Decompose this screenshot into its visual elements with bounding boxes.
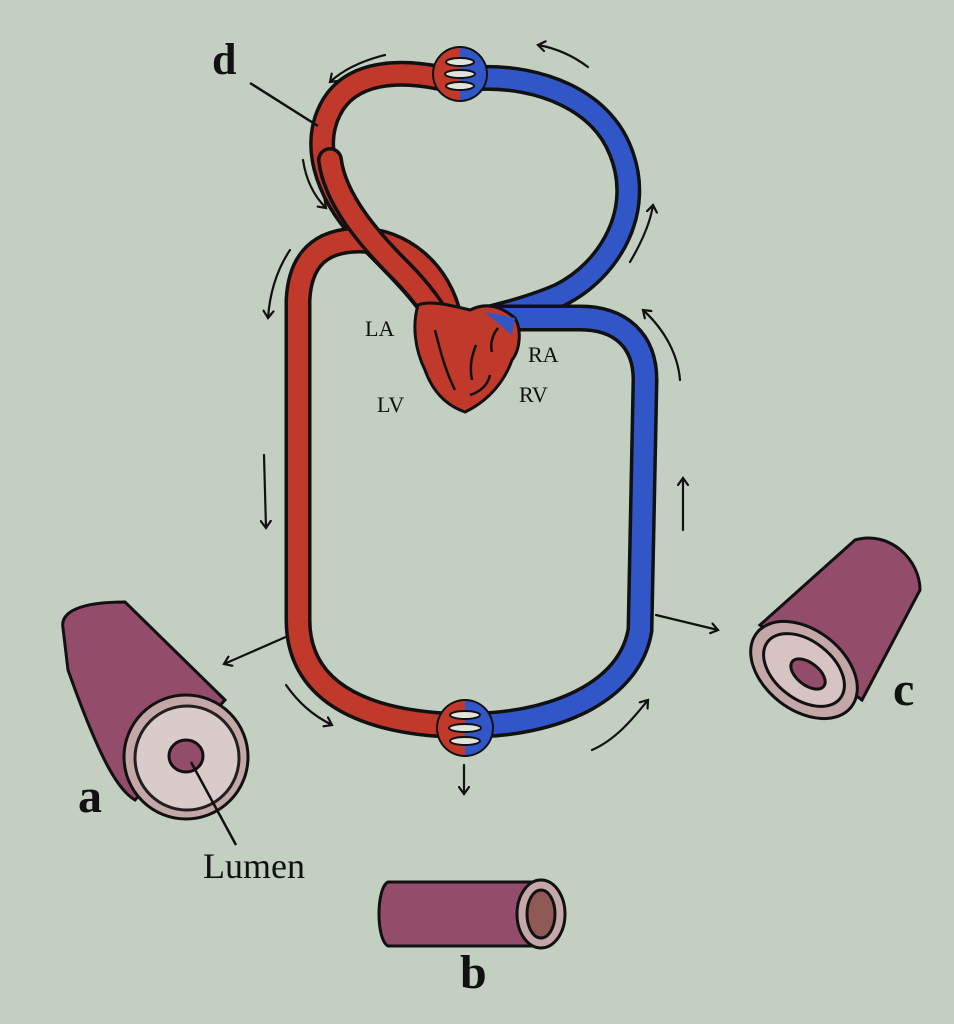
label-lumen: Lumen — [203, 846, 305, 886]
flow-arrow — [330, 53, 387, 82]
vessel-a-artery — [61, 600, 250, 821]
vessel-c-vein — [749, 536, 922, 721]
pulmonary-artery — [467, 64, 642, 333]
label-d: d — [212, 35, 236, 84]
flow-arrow — [268, 248, 292, 318]
label-b: b — [460, 946, 487, 999]
flow-arrow — [628, 205, 653, 264]
flow-arrows — [224, 45, 718, 794]
pulmonary-capillary-bed — [432, 46, 488, 102]
flow-arrow — [301, 158, 326, 208]
flow-arrow — [590, 700, 648, 752]
vessel-b-capillary — [377, 878, 567, 950]
label-la: LA — [365, 316, 394, 341]
branch-arrow-a — [224, 634, 290, 664]
flow-arrow — [264, 453, 266, 528]
label-c: c — [893, 663, 914, 716]
heart — [413, 301, 521, 414]
label-a: a — [78, 770, 102, 823]
vena-cava-systemic-vein — [466, 304, 659, 739]
label-lv: LV — [377, 392, 404, 417]
label-d-pointer — [249, 81, 319, 128]
flow-arrow — [538, 45, 590, 69]
label-rv: RV — [519, 382, 548, 407]
systemic-capillary-bed — [436, 699, 494, 757]
branch-arrow-c — [654, 613, 718, 630]
label-ra: RA — [528, 342, 559, 367]
flow-arrow — [643, 310, 682, 382]
lumen-pointer — [189, 761, 238, 846]
flow-arrow — [284, 683, 332, 725]
aorta-systemic-artery — [284, 226, 464, 739]
